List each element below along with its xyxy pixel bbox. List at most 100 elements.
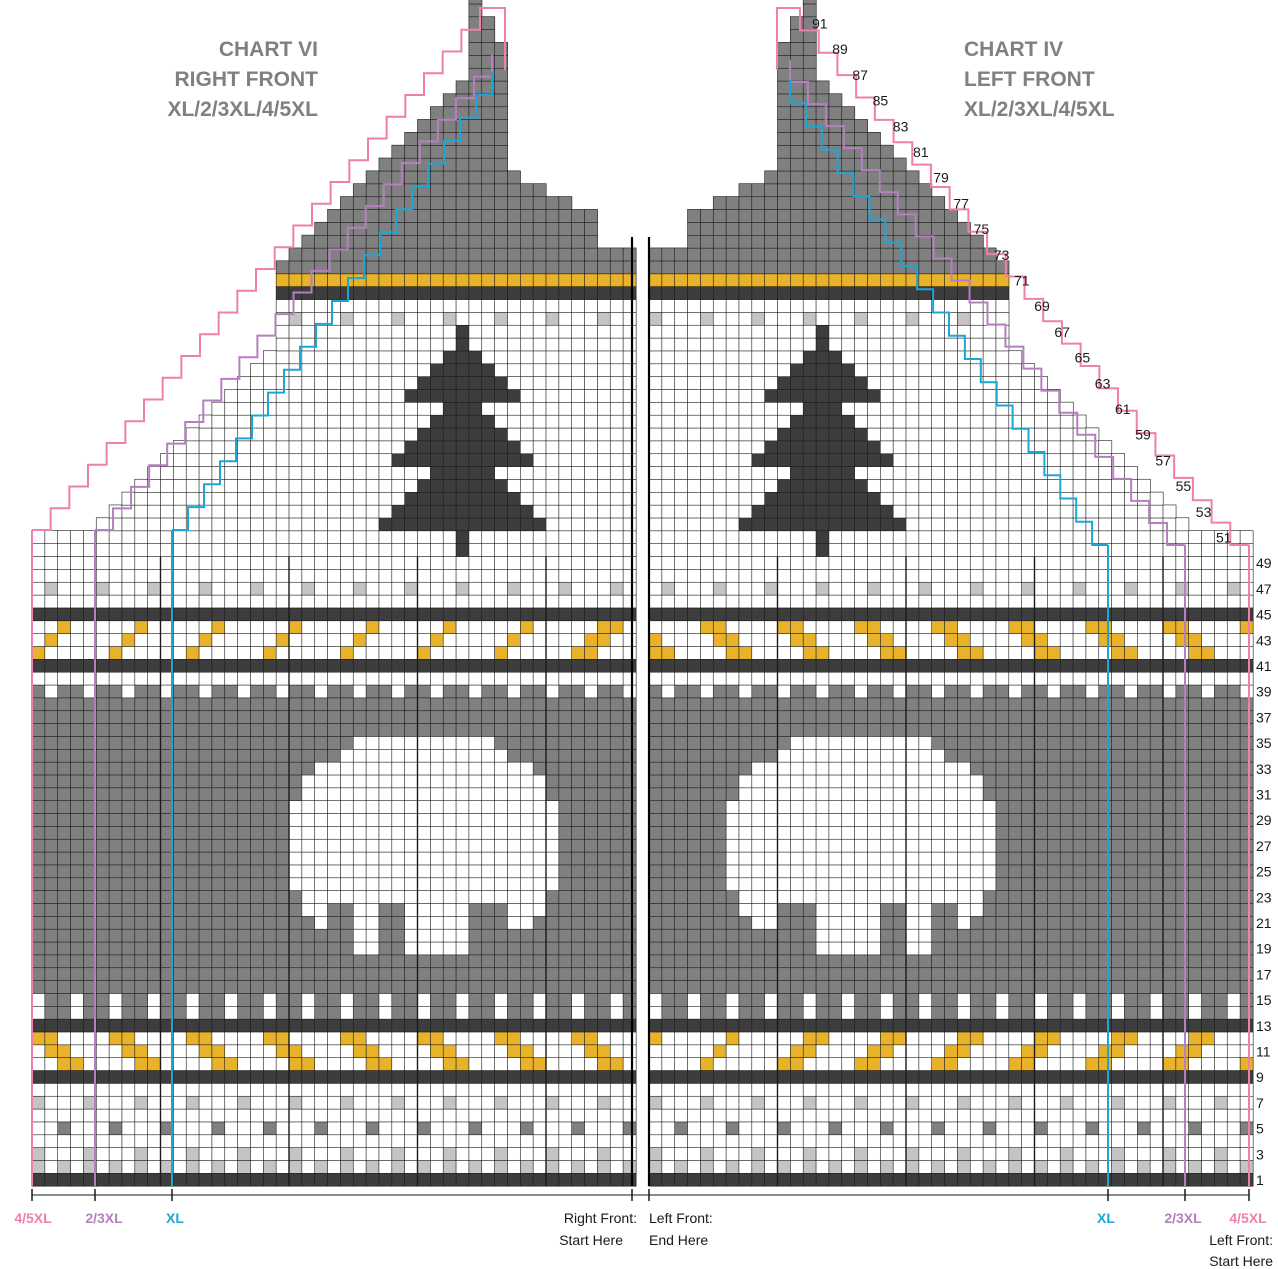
stitch-cell [751,800,766,814]
stitch-cell [507,1070,521,1084]
stitch-cell [250,723,264,737]
stitch-cell [519,504,534,519]
stitch-cell [648,864,663,879]
stitch-cell [532,324,547,339]
stitch-cell [417,825,431,840]
stitch-cell [815,980,830,994]
stitch-cell [790,633,804,647]
stitch-cell [288,247,303,262]
stitch-cell [867,363,881,377]
stitch-cell [802,774,817,789]
stitch-cell [519,761,534,776]
stitch-cell [790,221,804,236]
stitch-cell [417,299,431,313]
stitch-cell [918,1160,933,1174]
stitch-cell [609,787,624,802]
stitch-cell [571,1160,586,1174]
stitch-cell [70,980,84,994]
stitch-cell [545,658,560,673]
stitch-cell [134,800,149,814]
stitch-cell [597,928,611,943]
stitch-cell [288,902,303,917]
stitch-cell [609,658,624,673]
stitch-cell [815,568,830,583]
stitch-cell [519,787,534,802]
stitch-cell [545,530,560,545]
stitch-cell [738,633,753,647]
stitch-cell [648,568,663,583]
stitch-cell [738,221,753,236]
stitch-cell [468,620,483,634]
stitch-cell [802,260,817,275]
stitch-cell [198,556,213,570]
stitch-cell [687,414,701,429]
stitch-cell [442,260,457,275]
stitch-cell [764,1160,779,1174]
stitch-cell [892,1160,907,1174]
stitch-cell [828,453,843,467]
stitch-cell [147,697,161,712]
stitch-cell [532,1082,547,1097]
stitch-cell [609,915,624,930]
stitch-cell [622,825,637,840]
stitch-cell [815,221,830,236]
stitch-cell [468,1005,483,1020]
stitch-cell [738,414,753,429]
stitch-cell [751,748,766,763]
stitch-cell [879,311,894,326]
stitch-cell [648,813,663,827]
stitch-cell [584,787,598,802]
stitch-cell [301,1172,316,1187]
stitch-cell [558,761,573,776]
stitch-cell [879,1082,894,1097]
stitch-cell [545,645,560,660]
stitch-cell [700,928,714,943]
stitch-cell [905,1070,920,1084]
stitch-cell [738,915,753,930]
stitch-cell [430,645,444,660]
stitch-cell [661,954,676,969]
stitch-cell [777,710,791,724]
stitch-cell [108,684,123,699]
stitch-cell [250,1057,264,1071]
stitch-cell [712,337,727,352]
stitch-cell [211,928,226,943]
stitch-cell [211,684,226,699]
stitch-cell [764,453,779,467]
stitch-cell [879,376,894,390]
stitch-cell [108,1172,123,1187]
stitch-cell [764,324,779,339]
stitch-cell [751,992,766,1007]
stitch-cell [327,401,341,416]
stitch-cell [417,902,431,917]
stitch-cell [507,954,521,969]
stitch-cell [121,864,136,879]
stitch-cell [494,93,508,108]
stitch-cell [712,800,727,814]
stitch-cell [687,1005,701,1020]
stitch-cell [417,723,431,737]
stitch-cell [545,299,560,313]
stitch-cell [674,851,689,866]
stitch-cell [661,491,676,506]
stitch-cell [430,568,444,583]
stitch-cell [327,658,341,673]
stitch-cell [841,491,856,506]
stitch-cell [764,491,779,506]
stitch-cell [507,568,521,583]
stitch-cell [455,941,470,956]
stitch-cell [185,980,200,994]
stitch-cell [519,1134,534,1148]
stitch-cell [314,1044,329,1059]
stitch-cell [442,902,457,917]
stitch-cell [918,1095,933,1110]
stitch-cell [442,620,457,634]
stitch-cell [892,838,907,853]
stitch-cell [841,967,856,981]
stitch-cell [481,234,496,249]
stitch-cell [725,234,740,249]
stitch-cell [391,1005,406,1020]
stitch-cell [558,530,573,545]
stitch-cell [571,735,586,750]
stitch-cell [815,607,830,622]
